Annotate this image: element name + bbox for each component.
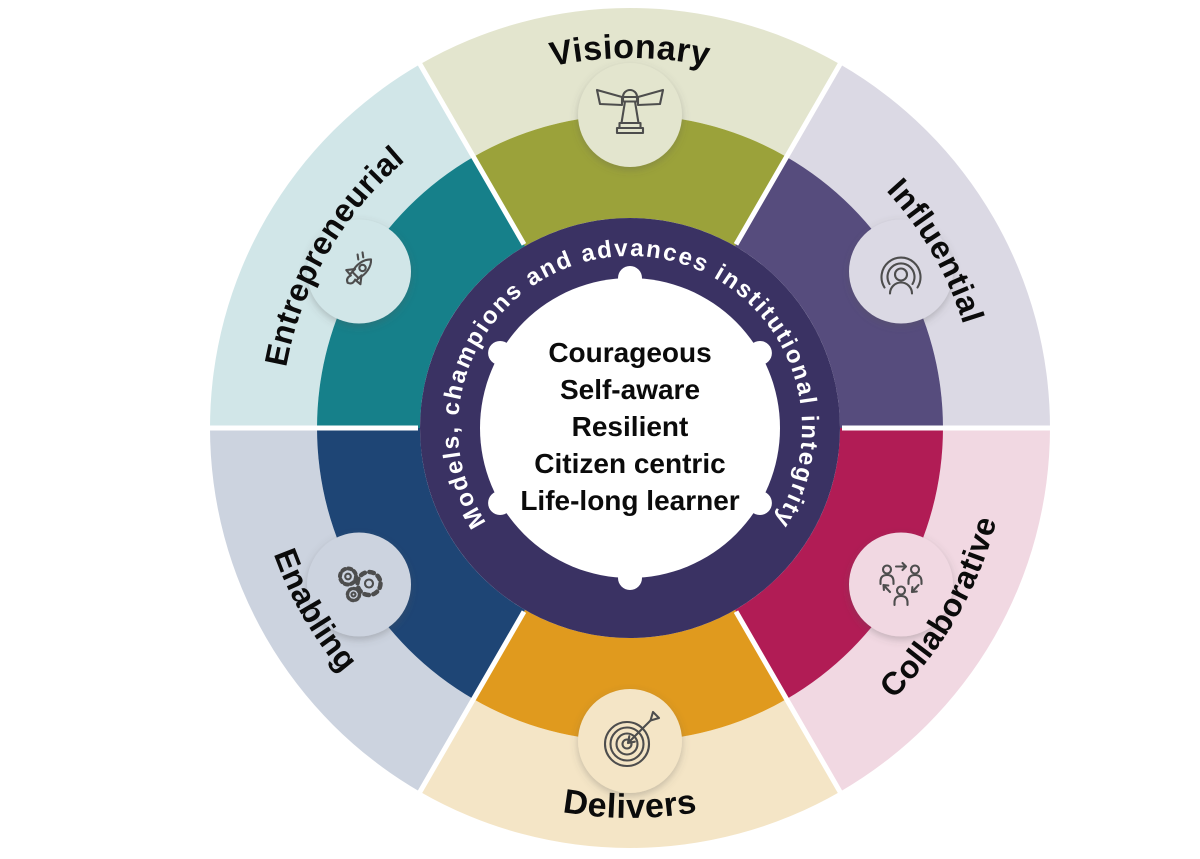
influential-icon-circle: [849, 219, 953, 324]
rocket-icon: [345, 251, 373, 286]
trait-resilient: Resilient: [572, 411, 689, 442]
trait-life-long-learner: Life-long learner: [520, 485, 739, 516]
segment-entrepreneurial-inner: [317, 156, 525, 428]
dartboard-arrow-icon: [603, 710, 661, 768]
label-delivers: Delivers: [561, 782, 699, 826]
inner-ring: [317, 114, 943, 742]
trait-citizen-centric: Citizen centric: [534, 448, 725, 479]
broadcast-person-icon: [880, 256, 922, 295]
segment-separators: [206, 59, 1054, 797]
icons: [338, 88, 923, 768]
trait-self-aware: Self-aware: [560, 374, 700, 405]
segment-delivers-inner: [473, 609, 787, 742]
gears-icon: [338, 566, 383, 603]
segment-influential-inner: [735, 156, 943, 428]
center-traits: Courageous Self-aware Resilient Citizen …: [520, 337, 739, 516]
chess-piece-wings-icon: [595, 88, 665, 135]
people-arrows-icon: [879, 561, 923, 607]
segment-visionary-inner: [473, 114, 787, 247]
collaborative-icon-circle: [849, 532, 953, 637]
icon-circles: [307, 63, 953, 793]
trait-courageous: Courageous: [548, 337, 711, 368]
center-disc: [480, 266, 780, 590]
visionary-icon-circle: [578, 63, 682, 167]
entrepreneurial-icon-circle: [307, 219, 411, 324]
segment-collaborative-inner: [735, 428, 943, 700]
segment-enabling-inner: [317, 428, 525, 700]
